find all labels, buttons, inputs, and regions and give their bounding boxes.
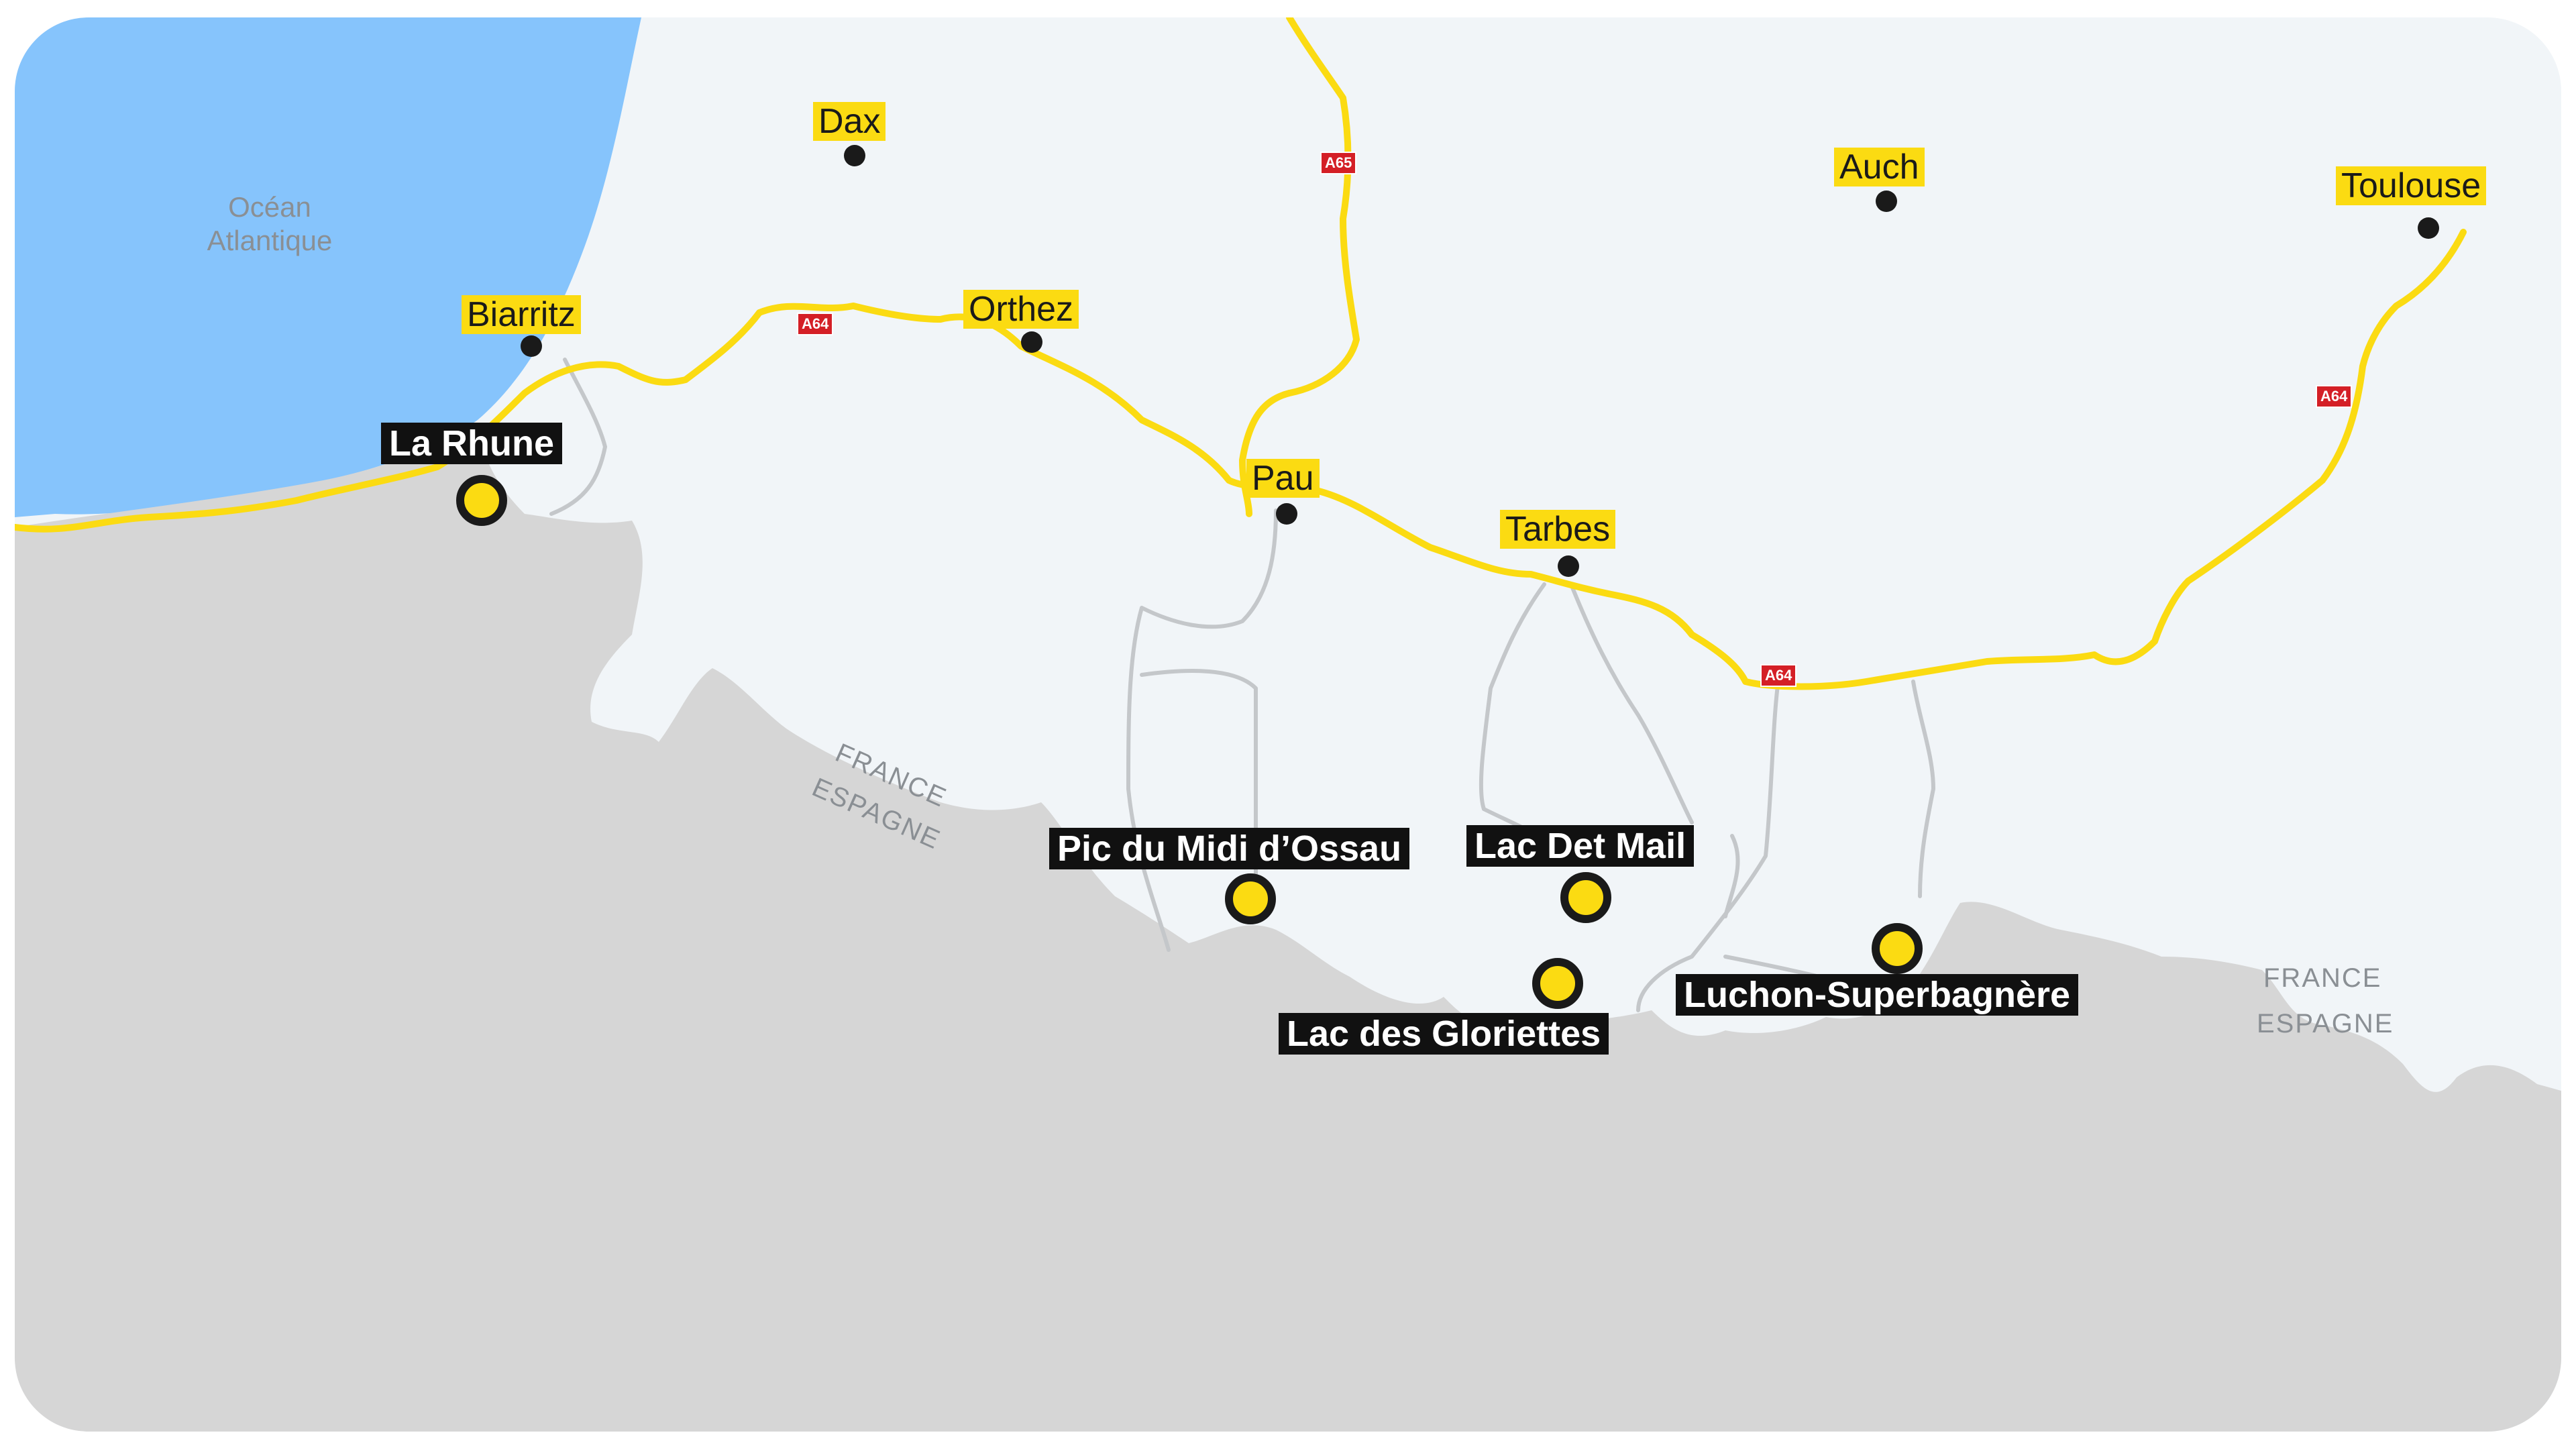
spot-marker-la-rhune[interactable]	[456, 475, 507, 526]
city-label-dax[interactable]: Dax	[813, 102, 886, 141]
city-dot-biarritz[interactable]	[521, 335, 542, 357]
city-dot-auch[interactable]	[1876, 191, 1897, 212]
spot-marker-luchon-superbagnere[interactable]	[1872, 923, 1923, 974]
border-label-north: FRANCE	[2263, 963, 2382, 993]
spot-label-lac-des-gloriettes[interactable]: Lac des Gloriettes	[1279, 1013, 1609, 1055]
map-canvas	[15, 17, 2561, 1432]
spot-label-la-rhune[interactable]: La Rhune	[381, 423, 563, 464]
city-label-tarbes[interactable]: Tarbes	[1500, 510, 1616, 549]
city-label-biarritz[interactable]: Biarritz	[462, 295, 581, 334]
border-label-south: ESPAGNE	[2257, 1009, 2394, 1038]
city-dot-tarbes[interactable]	[1558, 555, 1579, 577]
road-badge-a64: A64	[2316, 385, 2353, 408]
city-label-orthez[interactable]: Orthez	[963, 290, 1079, 329]
spot-label-lac-det-mail[interactable]: Lac Det Mail	[1466, 825, 1695, 867]
city-label-pau[interactable]: Pau	[1246, 459, 1320, 498]
city-label-toulouse[interactable]: Toulouse	[2336, 166, 2487, 205]
spot-label-pic-du-midi-ossau[interactable]: Pic du Midi d’Ossau	[1049, 828, 1410, 869]
city-dot-dax[interactable]	[844, 145, 865, 166]
land-spain	[15, 430, 2561, 1432]
ocean	[15, 17, 641, 517]
city-dot-orthez[interactable]	[1021, 331, 1042, 353]
road-badge-a64: A64	[1760, 664, 1797, 687]
spot-marker-lac-det-mail[interactable]	[1560, 872, 1611, 923]
city-label-auch[interactable]: Auch	[1834, 148, 1925, 186]
highways	[15, 17, 2467, 690]
road-badge-a64: A64	[797, 313, 834, 335]
spot-marker-pic-du-midi-ossau[interactable]	[1225, 873, 1276, 924]
city-dot-toulouse[interactable]	[2418, 217, 2439, 239]
city-dot-pau[interactable]	[1276, 503, 1297, 525]
spot-marker-lac-des-gloriettes[interactable]	[1532, 958, 1583, 1009]
road-badge-a65: A65	[1320, 152, 1357, 174]
spot-label-luchon-superbagnere[interactable]: Luchon-Superbagnère	[1676, 974, 2079, 1016]
